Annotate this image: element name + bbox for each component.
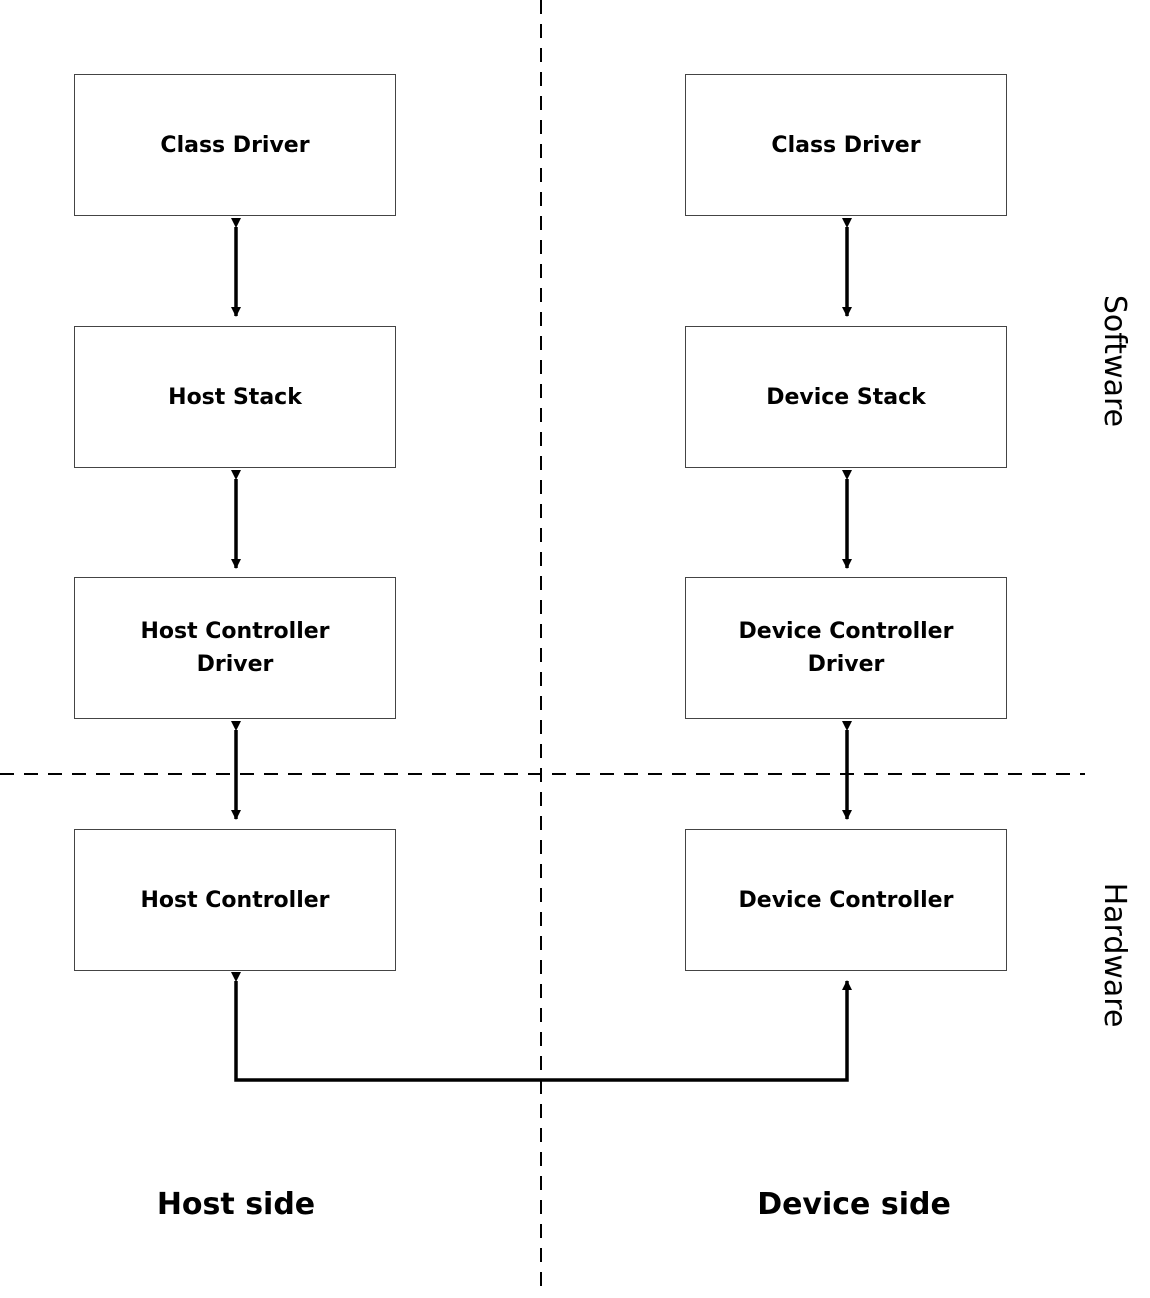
- software-band-label: Software: [1097, 294, 1132, 428]
- device-controller-driver-box: Device Controller Driver: [685, 577, 1007, 719]
- device-class-driver-label: Class Driver: [771, 132, 921, 158]
- host-class-driver-box: Class Driver: [74, 74, 396, 216]
- host-controller-driver-label: Host Controller Driver: [140, 619, 330, 677]
- hardware-band-label: Hardware: [1097, 882, 1132, 1028]
- host-controller-driver-box: Host Controller Driver: [74, 577, 396, 719]
- device-class-driver-box: Class Driver: [685, 74, 1007, 216]
- device-stack-box: Device Stack: [685, 326, 1007, 468]
- host-side-label: Host side: [156, 1187, 316, 1222]
- device-side-label: Device side: [757, 1187, 951, 1222]
- host-controller-box: Host Controller: [74, 829, 396, 971]
- host-class-driver-label: Class Driver: [160, 132, 310, 158]
- device-controller-box: Device Controller: [685, 829, 1007, 971]
- host-controller-label: Host Controller: [140, 887, 330, 913]
- host-stack-label: Host Stack: [168, 384, 302, 410]
- device-stack-label: Device Stack: [766, 384, 926, 410]
- bus-connection: [231, 972, 852, 1082]
- device-controller-label: Device Controller: [738, 887, 954, 913]
- host-stack-box: Host Stack: [74, 326, 396, 468]
- device-controller-driver-label: Device Controller Driver: [738, 619, 954, 677]
